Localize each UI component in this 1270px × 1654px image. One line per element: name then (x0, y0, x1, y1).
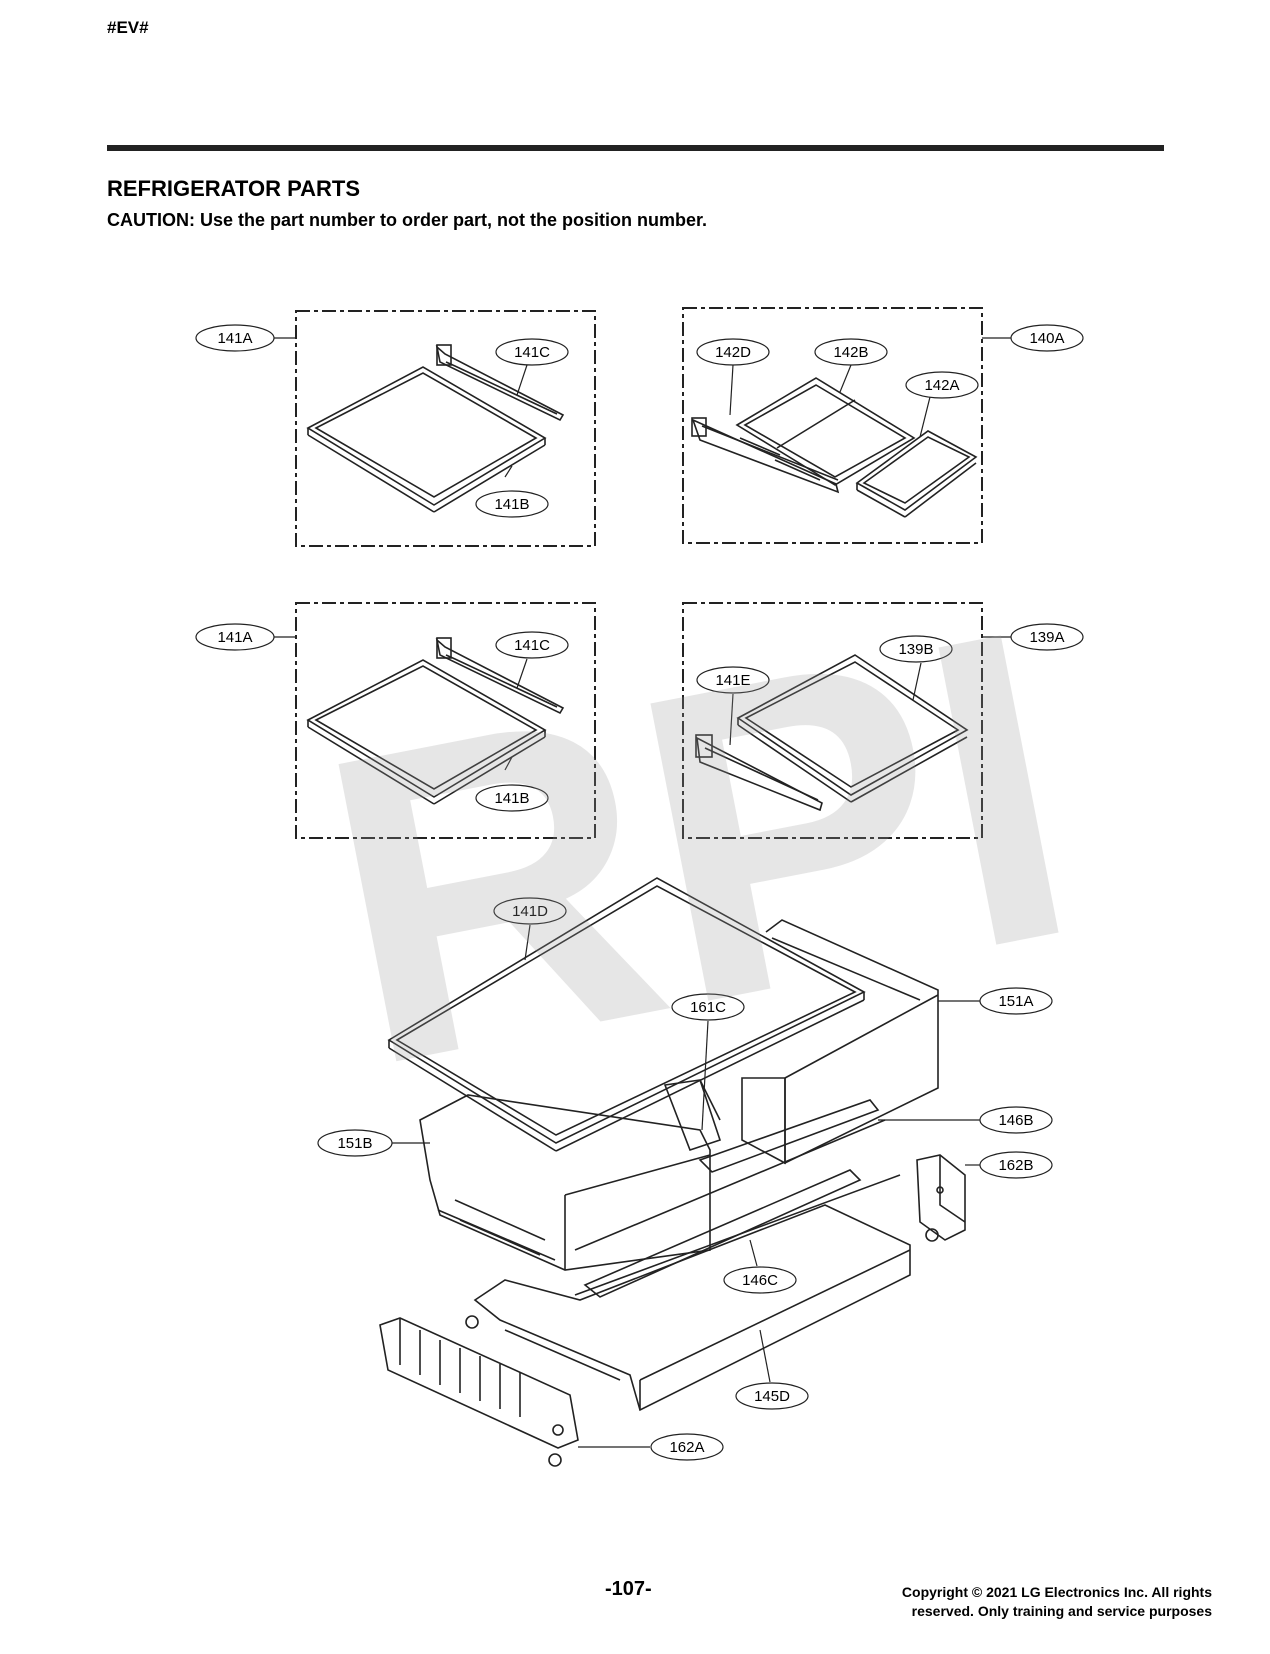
copyright-line-1: Copyright © 2021 LG Electronics Inc. All… (901, 1584, 1212, 1600)
drawer-rail-146B (574, 1099, 886, 1251)
leader-lines (274, 337, 1014, 1448)
callout-146B: 146B (979, 1106, 1053, 1134)
callout-140A: 140A (1010, 324, 1084, 352)
drawer-rail-146C (574, 1169, 901, 1298)
copyright-line-2: reserved. Only training and service purp… (911, 1603, 1212, 1619)
shelf-glass-139B (736, 654, 969, 803)
shelf-rail-141E (695, 734, 823, 812)
callout-141E: 141E (696, 666, 770, 694)
divider-161C (663, 1079, 722, 1152)
svg-text:142D: 142D (715, 344, 751, 361)
svg-text:141C: 141C (514, 344, 550, 361)
svg-text:141D: 141D (512, 903, 548, 920)
svg-text:141B: 141B (494, 790, 529, 807)
callout-145D: 145D (735, 1382, 809, 1410)
callout-151A: 151A (979, 987, 1053, 1015)
caution-note: CAUTION: Use the part number to order pa… (107, 210, 708, 230)
callout-142B: 142B (814, 338, 888, 366)
shelf-glass-142A (855, 430, 978, 518)
svg-text:146C: 146C (742, 1272, 778, 1289)
assembly-box-139A (682, 602, 983, 839)
callout-141D: 141D (493, 897, 567, 925)
callout-141B-middle: 141B (475, 784, 549, 812)
svg-text:142B: 142B (833, 344, 868, 361)
page-number: -107- (605, 1578, 652, 1600)
shelf-frame-142B (735, 377, 916, 486)
assembly-box-141A-middle (295, 602, 596, 839)
assembly-box-140A (682, 307, 983, 544)
svg-text:140A: 140A (1029, 330, 1064, 347)
svg-text:139A: 139A (1029, 629, 1064, 646)
humidity-control-162B (916, 1154, 966, 1242)
svg-text:142A: 142A (924, 377, 959, 394)
shelf-glass-141B-top (306, 366, 547, 513)
svg-text:139B: 139B (898, 641, 933, 658)
shelf-glass-141B-middle (306, 659, 547, 805)
callout-151B: 151B (317, 1129, 393, 1157)
svg-text:141A: 141A (217, 330, 252, 347)
crisper-drawer-151A (741, 919, 939, 1165)
callout-142A: 142A (905, 371, 979, 399)
header-rule (107, 145, 1164, 151)
callout-141C-top: 141C (495, 338, 569, 366)
svg-text:162A: 162A (669, 1439, 704, 1456)
svg-text:162B: 162B (998, 1157, 1033, 1174)
callout-161C: 161C (671, 993, 745, 1021)
callout-146C: 146C (723, 1266, 797, 1294)
callout-139B: 139B (879, 635, 953, 663)
shelf-bracket-141C-top (435, 344, 565, 422)
callouts: 141A 141C 141B 140A 142D 142B 142A 141A … (195, 324, 1084, 1461)
drawer-front-162A (379, 1317, 579, 1467)
crisper-drawer-145D (465, 1204, 911, 1412)
callout-141A-top: 141A (195, 324, 275, 352)
page-title: REFRIGERATOR PARTS (107, 176, 361, 201)
callout-142D: 142D (696, 338, 770, 366)
svg-text:141A: 141A (217, 629, 252, 646)
svg-text:151B: 151B (337, 1135, 372, 1152)
crisper-cover-glass-141D (387, 877, 866, 1152)
callout-141C-middle: 141C (495, 631, 569, 659)
document-code: #EV# (107, 18, 149, 37)
svg-text:141C: 141C (514, 637, 550, 654)
callout-162B: 162B (979, 1151, 1053, 1179)
svg-text:151A: 151A (998, 993, 1033, 1010)
svg-text:146B: 146B (998, 1112, 1033, 1129)
assembly-box-141A-top (295, 310, 596, 547)
shelf-bracket-141C-middle (435, 637, 565, 715)
copyright-notice: Copyright © 2021 LG Electronics Inc. All… (902, 1583, 1212, 1621)
callout-141A-middle: 141A (195, 623, 275, 651)
crisper-drawer-151B (419, 1094, 711, 1271)
callout-139A: 139A (1010, 623, 1084, 651)
shelf-rail-142D (691, 417, 840, 494)
svg-text:141B: 141B (494, 496, 529, 513)
callout-162A: 162A (650, 1433, 724, 1461)
svg-text:141E: 141E (715, 672, 750, 689)
svg-text:161C: 161C (690, 999, 726, 1016)
callout-141B-top: 141B (475, 490, 549, 518)
svg-text:145D: 145D (754, 1388, 790, 1405)
